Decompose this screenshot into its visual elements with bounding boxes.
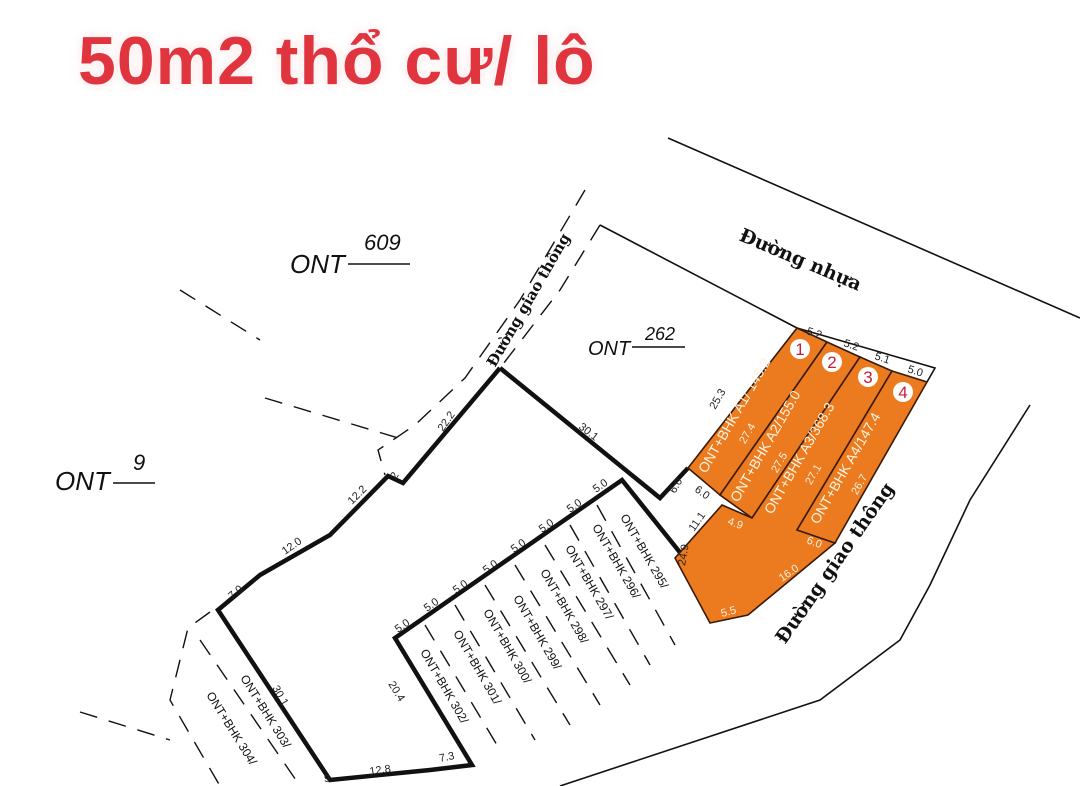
svg-text:ONT: ONT (290, 249, 347, 279)
parcel-ont-9: ONT 9 (55, 450, 155, 496)
parcel-dashed (169, 611, 221, 786)
traffic-road-dashed (499, 224, 601, 369)
parcel-dashed (179, 289, 261, 341)
lot-side-dim: 25.3 (707, 387, 728, 412)
svg-text:609: 609 (364, 230, 401, 255)
lot-dim-d3: 5.5 (720, 604, 738, 620)
svg-text:5.0: 5.0 (451, 578, 470, 597)
lot-frontage-line (796, 327, 937, 383)
lot-3-front: 5.1 (873, 350, 891, 366)
parcel-dashed (79, 711, 171, 741)
lot-dim-d2: 24.9 (676, 543, 692, 566)
svg-text:2: 2 (827, 353, 836, 372)
svg-text:2: 2 (388, 470, 401, 481)
parcel-dashed (264, 397, 406, 441)
road-label-main: Đường nhựa (736, 224, 865, 295)
svg-text:262: 262 (644, 324, 675, 344)
svg-text:12.2: 12.2 (346, 483, 370, 507)
lot-badge-1: 1 (790, 339, 810, 359)
svg-text:12.8: 12.8 (369, 763, 392, 778)
main-road-edge (667, 137, 1080, 319)
land-boundary (498, 366, 690, 502)
parcel-ont-262: ONT 262 (588, 324, 685, 360)
svg-text:5.0: 5.0 (422, 596, 441, 615)
lot-badge-3: 3 (858, 367, 878, 387)
page-title: 50m2 thổ cư/ lô (78, 23, 596, 99)
road-label-traffic-left: Đường giao thông (483, 230, 574, 370)
svg-text:9: 9 (324, 773, 330, 785)
lot-2-front: 5.2 (842, 337, 860, 353)
lot-1-front: 5.2 (805, 325, 823, 341)
lot-badge-2: 2 (822, 352, 842, 372)
traffic-road-dashed (377, 189, 586, 476)
svg-text:5.0: 5.0 (537, 517, 556, 536)
svg-text:5.0: 5.0 (393, 617, 412, 636)
svg-text:4: 4 (898, 383, 907, 402)
subplot-dividers (424, 504, 676, 751)
lot-4-front: 5.0 (906, 363, 924, 379)
svg-text:1: 1 (795, 340, 804, 359)
svg-text:ONT: ONT (588, 338, 632, 360)
svg-text:7.3: 7.3 (438, 750, 455, 765)
lot-4[interactable] (795, 370, 929, 544)
svg-text:5.0: 5.0 (565, 497, 584, 516)
lot-badge-4: 4 (893, 382, 913, 402)
svg-text:5.0: 5.0 (509, 537, 528, 556)
lot-2-back: 4.9 (726, 516, 744, 533)
svg-text:20.4: 20.4 (385, 679, 407, 704)
svg-text:9: 9 (133, 450, 145, 475)
svg-text:ONT: ONT (55, 466, 112, 496)
lot-4-back: 6.0 (805, 535, 823, 552)
traffic-road-edge (559, 404, 1031, 786)
parcel-ont-609: ONT 609 (290, 230, 410, 279)
parcel-edge (599, 224, 798, 329)
lot-dim-d4: 6.0 (667, 476, 685, 495)
land-boundary (215, 366, 692, 783)
svg-text:3: 3 (863, 368, 872, 387)
